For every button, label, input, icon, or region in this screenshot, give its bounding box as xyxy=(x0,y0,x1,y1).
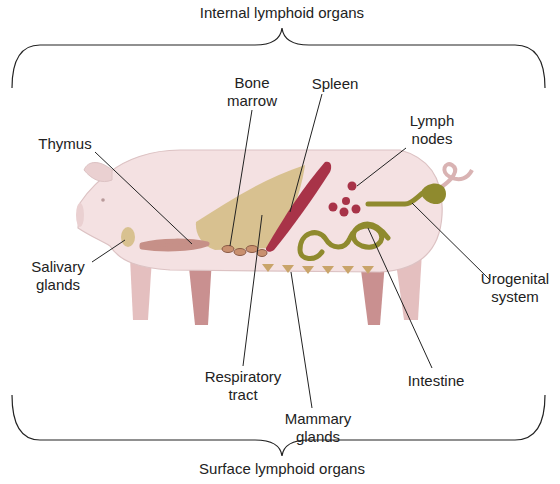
bone-shape xyxy=(222,246,234,253)
organ-label: Respiratory tract xyxy=(197,368,289,404)
pig-ear xyxy=(84,163,112,182)
leader-line xyxy=(243,215,262,366)
pig-eye xyxy=(101,198,105,202)
bone-shape xyxy=(246,246,258,253)
leader-line xyxy=(92,240,125,262)
lymph-node-shape xyxy=(340,208,349,217)
organ-label: Lymph nodes xyxy=(402,112,462,148)
mammary-shape xyxy=(282,265,294,273)
mammary-shape xyxy=(342,266,354,274)
lung-shape xyxy=(196,165,305,250)
lymph-node-shape xyxy=(348,182,357,191)
mammary-shape xyxy=(262,264,274,272)
lymph-node-shape xyxy=(342,197,350,205)
pig-body xyxy=(78,150,442,272)
organ-label: Urogenital system xyxy=(473,270,557,306)
bladder-shape xyxy=(422,184,446,204)
organ-label: Thymus xyxy=(15,135,115,153)
mammary-shape xyxy=(322,266,334,274)
spleen-shape xyxy=(266,162,331,252)
leader-line xyxy=(368,228,432,368)
thymus-shape xyxy=(142,241,207,249)
urogenital-tract xyxy=(368,192,424,204)
pig-tail xyxy=(440,164,472,188)
organ-label: Bone marrow xyxy=(220,74,284,110)
leader-line xyxy=(290,94,322,212)
organ-label: Mammary glands xyxy=(278,410,358,446)
leader-line xyxy=(95,152,192,244)
mammary-shape xyxy=(362,266,374,274)
mammary-group xyxy=(262,264,374,274)
leader-line xyxy=(412,203,490,280)
bottom-bracket xyxy=(12,395,545,456)
lymph-node-shape xyxy=(352,205,361,214)
pig-snout xyxy=(76,203,84,227)
organ-label: Spleen xyxy=(285,75,385,93)
salivary-gland-shape xyxy=(121,227,135,247)
group-heading: Internal lymphoid organs xyxy=(162,4,402,22)
bone-shape xyxy=(257,250,267,257)
leader-line xyxy=(357,148,406,186)
bone-shape xyxy=(234,249,246,256)
leader-line xyxy=(230,110,252,246)
organ-label: Salivary glands xyxy=(20,258,96,294)
bone-marrow-shape xyxy=(222,246,267,257)
organ-label: Intestine xyxy=(386,372,486,390)
lymph-node-group xyxy=(329,182,361,217)
intestine-shape xyxy=(300,224,388,258)
leader-lines xyxy=(92,94,490,408)
leader-line xyxy=(291,272,312,408)
group-heading: Surface lymphoid organs xyxy=(162,460,402,478)
top-bracket xyxy=(12,28,545,88)
lymph-node-shape xyxy=(329,203,338,212)
mammary-shape xyxy=(302,266,314,274)
